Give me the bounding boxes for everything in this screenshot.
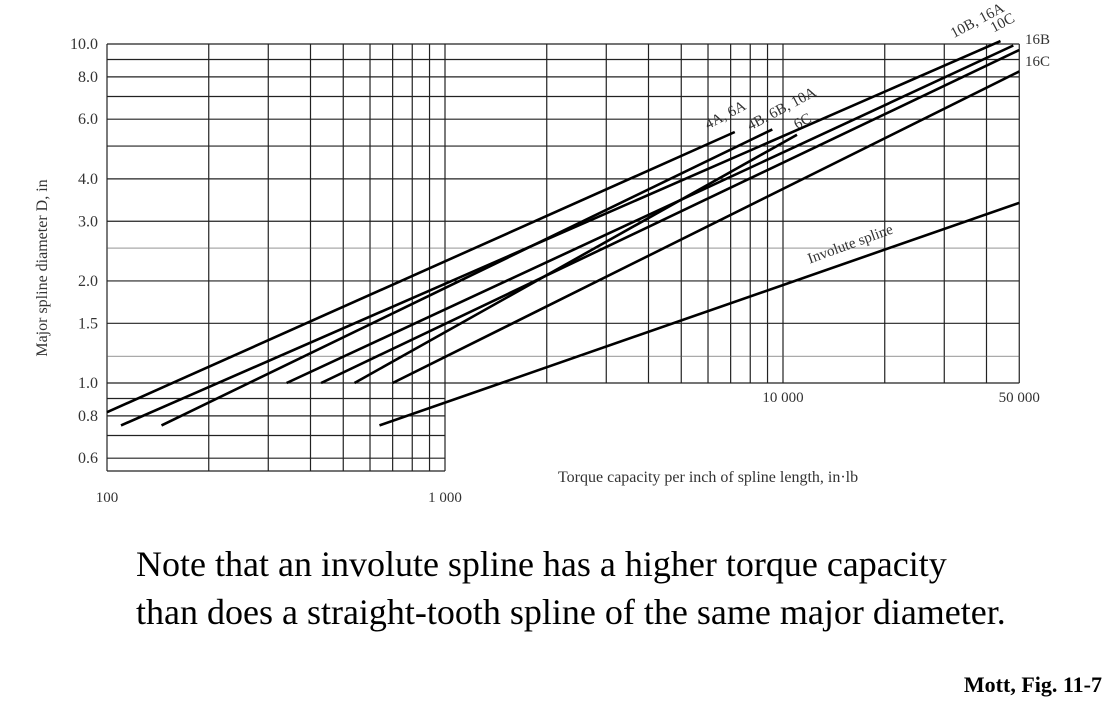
x-tick-label: 10 000 (762, 390, 803, 406)
x-tick-label: 1 000 (428, 490, 462, 506)
y-tick-label: 3.0 (78, 213, 98, 230)
series-line (379, 201, 1020, 427)
series-line (320, 48, 1020, 385)
series-line (392, 70, 1020, 385)
y-tick-label: 0.8 (78, 408, 98, 425)
x-tick-label: 50 000 (999, 390, 1040, 406)
series-line (160, 128, 773, 427)
series-line (286, 44, 1014, 385)
x-axis-label: Torque capacity per inch of spline lengt… (558, 469, 858, 486)
y-tick-label: 4.0 (78, 171, 98, 188)
series-label: 16B (1025, 32, 1050, 48)
caption-text: Note that an involute spline has a highe… (136, 544, 1006, 632)
figure-source: Mott, Fig. 11-7 (963, 672, 1102, 697)
series-label: 4A, 6A (702, 98, 749, 133)
series-line (353, 133, 798, 385)
series-label: 16C (1025, 54, 1050, 70)
tick-labels: 0.6 0.8 1.0 1.5 2.0 3.0 4.0 6.0 8.0 10.0 100 1 000 1… (70, 36, 1040, 506)
series-label: 6C (791, 111, 814, 133)
y-tick-label: 8.0 (78, 69, 98, 86)
series-line (106, 130, 736, 414)
series-lines (106, 39, 1020, 427)
y-tick-label: 1.5 (78, 315, 98, 332)
y-axis-label: Major spline diameter D, in (34, 179, 51, 356)
y-tick-label: 1.0 (78, 375, 98, 392)
x-tick-label: 100 (96, 490, 119, 506)
y-tick-label: 10.0 (70, 36, 98, 53)
grid-lines (106, 43, 1020, 472)
y-tick-label: 2.0 (78, 273, 98, 290)
y-tick-label: 0.6 (78, 450, 98, 467)
y-tick-label: 6.0 (78, 111, 98, 128)
